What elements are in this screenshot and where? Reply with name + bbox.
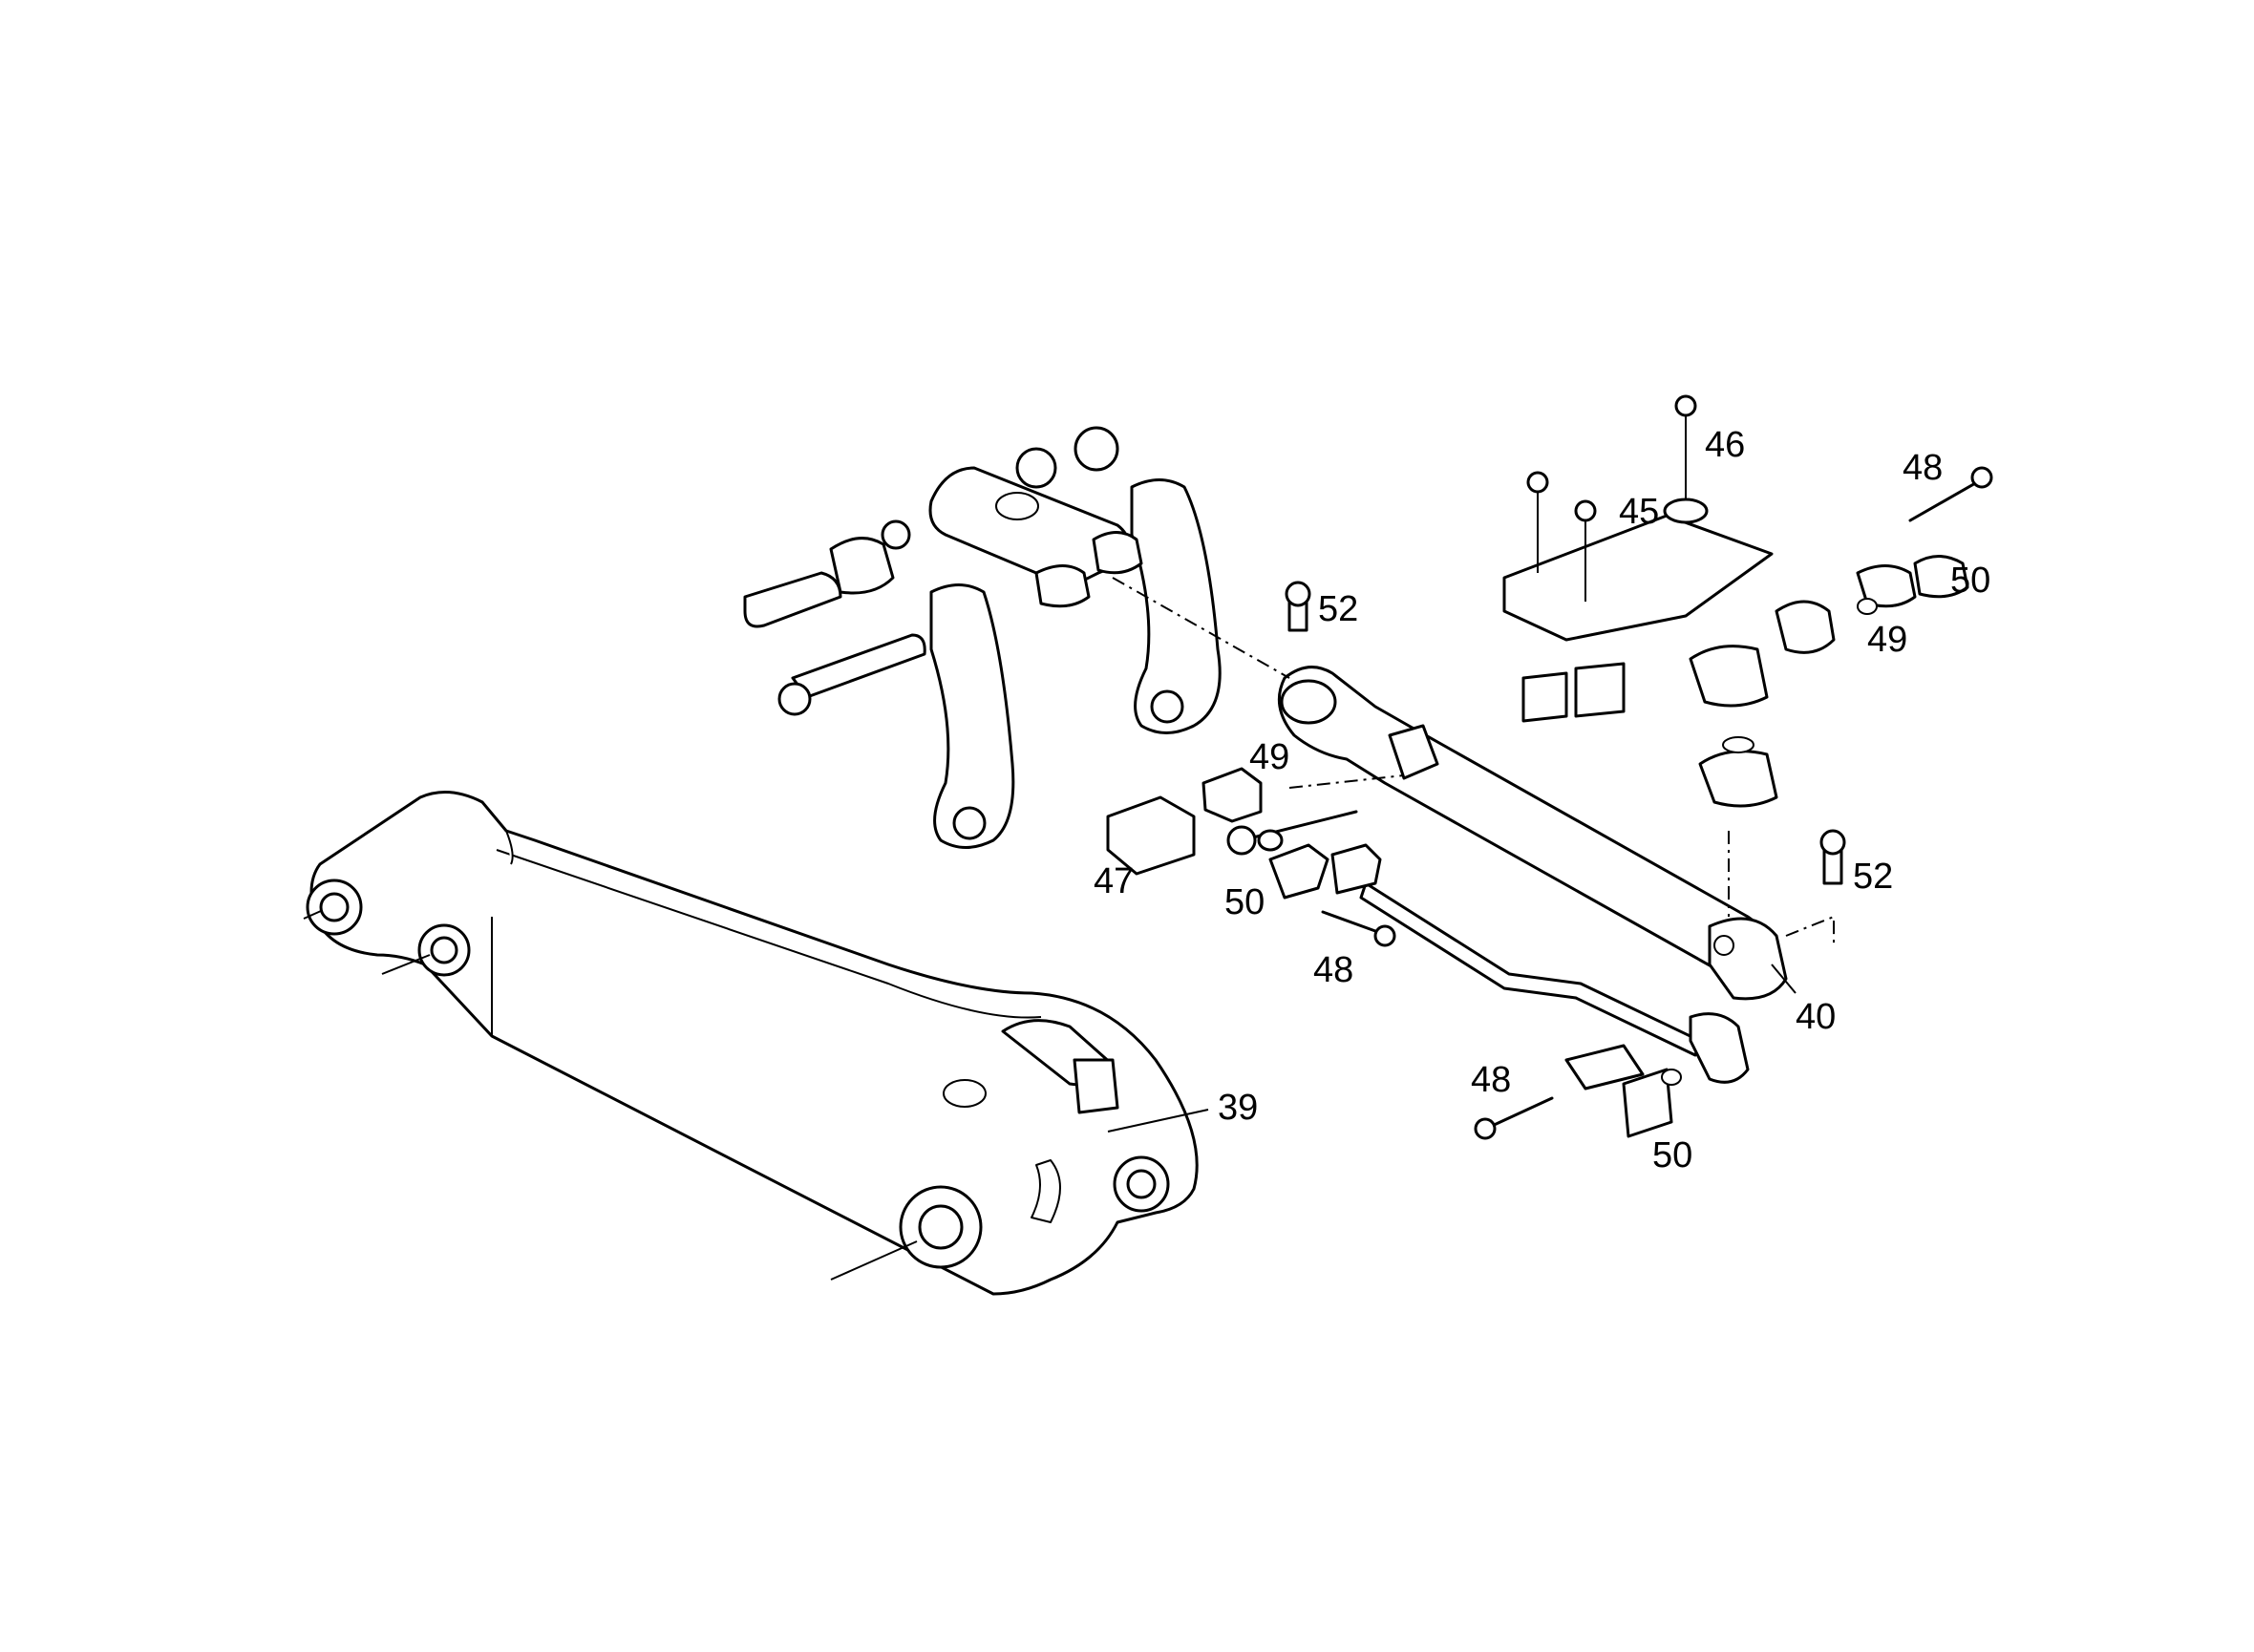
callout-leaders bbox=[1107, 964, 1797, 1133]
mounting-plate bbox=[1502, 394, 1836, 808]
callout-50-right: 50 bbox=[1950, 561, 1990, 601]
callout-50-bottom: 50 bbox=[1652, 1135, 1692, 1175]
callout-52-right: 52 bbox=[1853, 857, 1893, 897]
callout-52-top: 52 bbox=[1318, 589, 1358, 629]
hardware bbox=[1106, 466, 1993, 1140]
callout-45: 45 bbox=[1619, 492, 1659, 532]
callout-50-middle: 50 bbox=[1224, 882, 1265, 922]
connecting-rod bbox=[1359, 881, 1750, 1084]
callout-labels: 39 40 45 46 47 48 48 48 49 49 50 50 50 5… bbox=[1094, 425, 1990, 1175]
callout-39: 39 bbox=[1218, 1088, 1258, 1128]
callout-47: 47 bbox=[1094, 861, 1134, 901]
callout-46: 46 bbox=[1705, 425, 1745, 465]
callout-48-middle: 48 bbox=[1313, 950, 1353, 990]
callout-49-right: 49 bbox=[1867, 620, 1907, 660]
callout-49-middle: 49 bbox=[1249, 737, 1289, 777]
callout-48-bottom: 48 bbox=[1471, 1060, 1511, 1100]
center-lines bbox=[1112, 577, 1835, 945]
linkage-assembly bbox=[743, 426, 1222, 849]
boom-arm bbox=[303, 791, 1199, 1296]
callout-40: 40 bbox=[1796, 997, 1836, 1037]
hydraulic-cylinder bbox=[1277, 666, 1788, 1001]
callout-48-top: 48 bbox=[1903, 448, 1943, 488]
